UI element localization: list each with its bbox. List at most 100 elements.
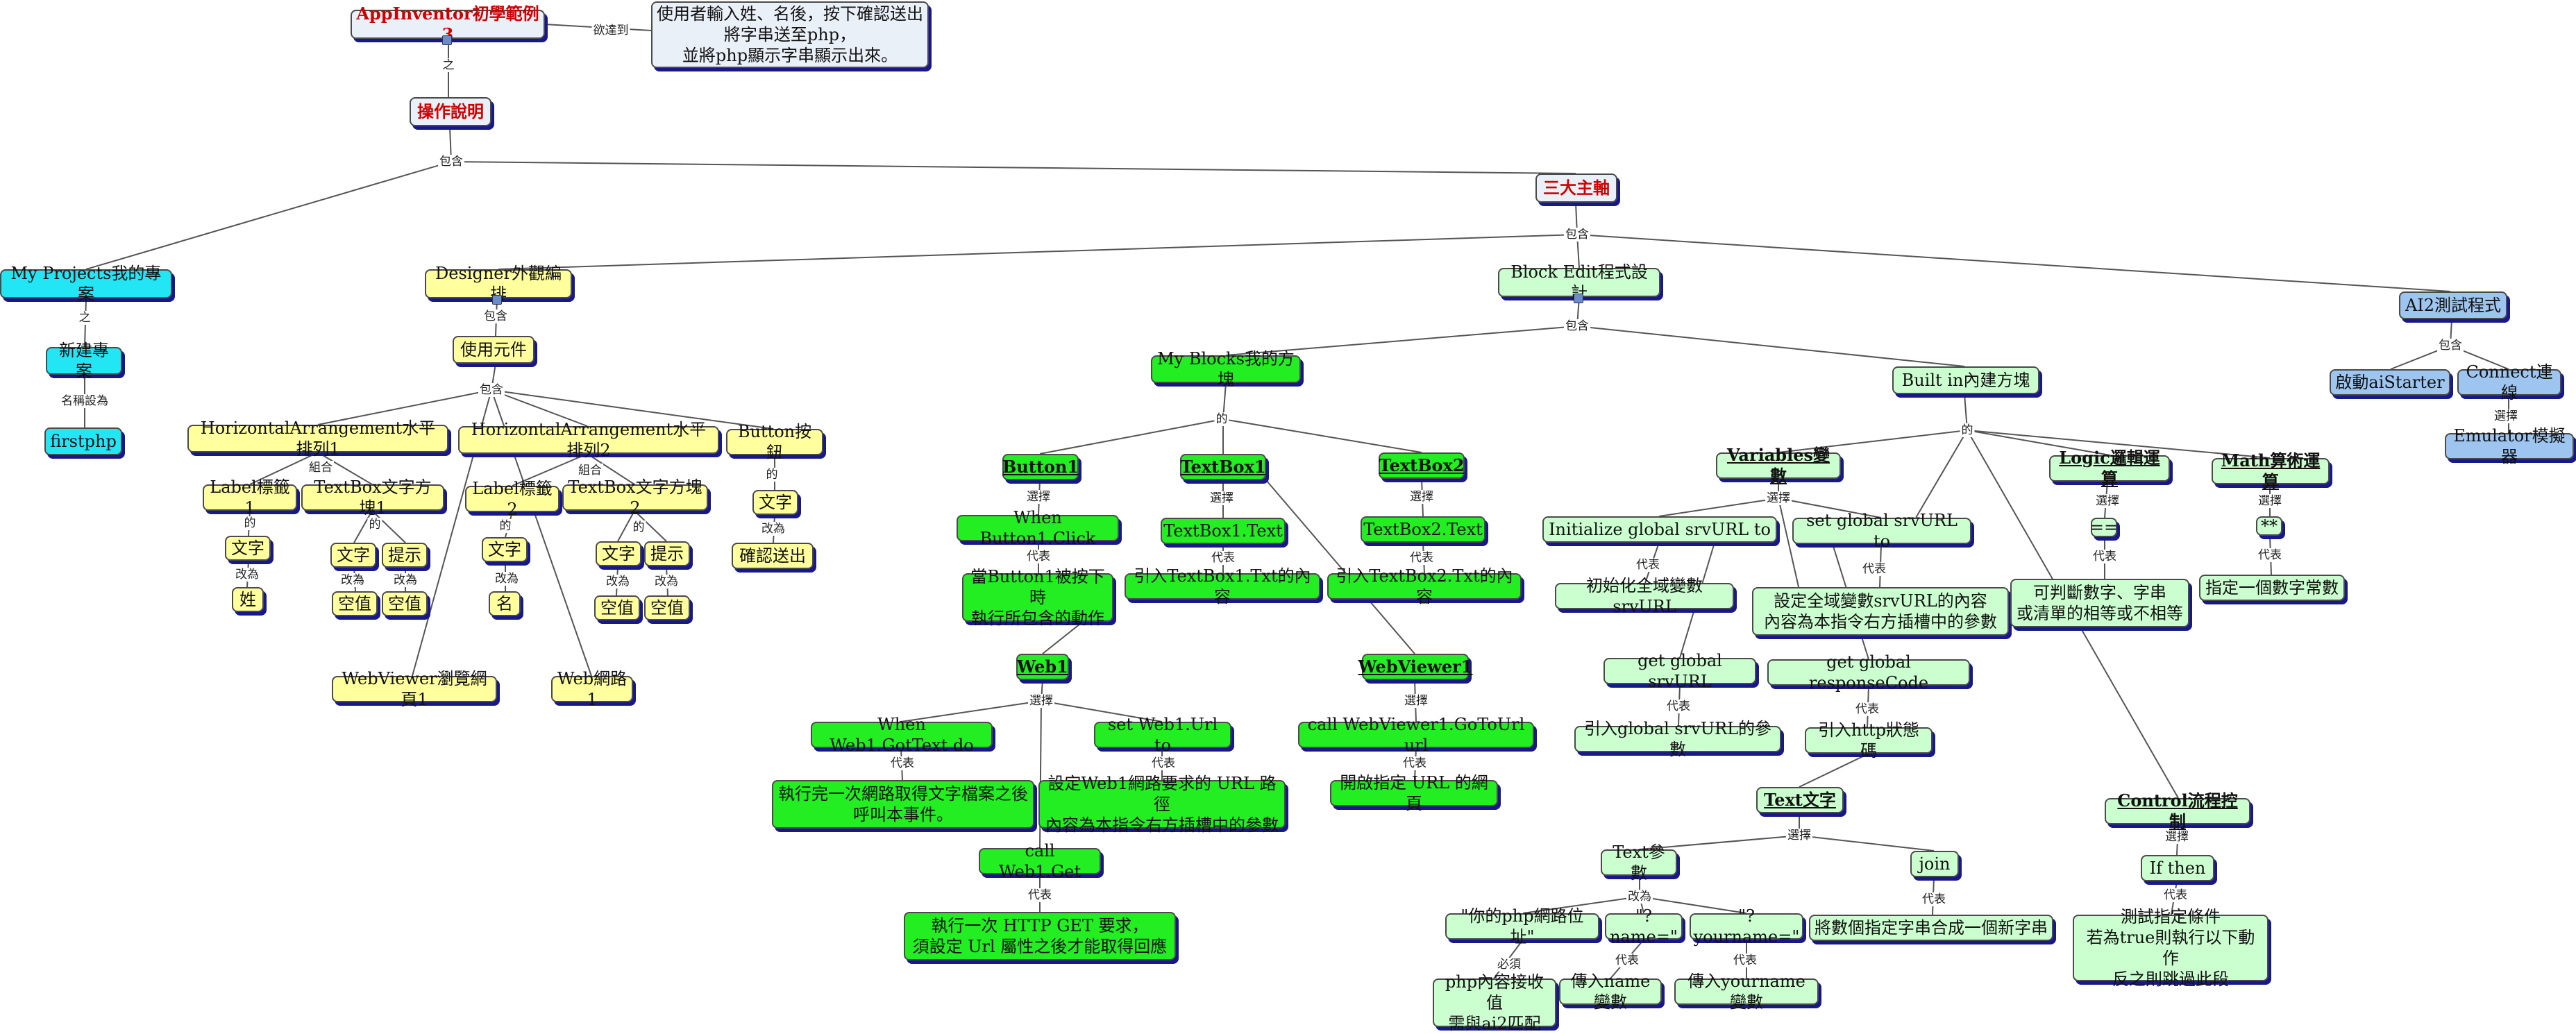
node-get-global-srvurl[interactable]: get global srvURL	[1603, 651, 1756, 691]
node-operation-guide[interactable]: 操作說明	[410, 97, 491, 126]
node-textbox2[interactable]: TextBox2	[1379, 452, 1465, 479]
node-emulator[interactable]: Emulator模擬器	[2445, 426, 2574, 466]
node-textbox2-component[interactable]: TextBox文字方塊2	[562, 477, 708, 518]
node-new-project[interactable]: 新建專案	[46, 341, 122, 381]
node-aistarter[interactable]: 啟動aiStarter	[2330, 369, 2450, 396]
node-label1-text[interactable]: 文字	[225, 536, 271, 561]
node-textbox1-desc[interactable]: 引入TextBox1.Txt的內容	[1125, 566, 1320, 607]
node-join-desc[interactable]: 將數個指定字串合成一個新字串	[1809, 915, 2053, 941]
node-button-value[interactable]: 確認送出	[732, 543, 814, 569]
node-harrange2[interactable]: HorizontalArrangement水平排列2	[458, 420, 719, 460]
connector-line	[512, 453, 588, 486]
node-get-global-responsecode[interactable]: get global responseCode	[1767, 652, 1970, 693]
node-set-url-desc[interactable]: 設定Web1網路要求的 URL 路徑 內容為本指令右方插槽中的參數	[1038, 774, 1286, 835]
node-three-axes[interactable]: 三大主軸	[1535, 173, 1617, 203]
node-tb2-text-empty[interactable]: 空值	[594, 595, 640, 620]
node-call-webviewer-desc[interactable]: 開啟指定 URL 的網頁	[1330, 773, 1498, 813]
link-icon[interactable]	[492, 295, 502, 305]
node-firstphp[interactable]: firstphp	[44, 427, 122, 455]
node-web1[interactable]: Web1	[1016, 654, 1069, 680]
connector-line	[1576, 234, 2451, 292]
node-tb1-text-empty[interactable]: 空值	[332, 591, 378, 616]
node-text[interactable]: Text文字	[1756, 787, 1844, 813]
node-tb2-hint[interactable]: 提示	[644, 541, 690, 566]
node-logic-desc[interactable]: 可判斷數字、字串 或清單的相等或不相等	[2010, 579, 2189, 627]
node-designer[interactable]: Designer外觀編排	[425, 264, 572, 304]
node-webviewer-component[interactable]: WebViewer瀏覽網頁1	[332, 669, 497, 709]
link-icon[interactable]	[1574, 294, 1583, 303]
node-button-component[interactable]: Button按鈕	[726, 422, 823, 462]
node-textbox1-component[interactable]: TextBox文字方塊1	[301, 477, 444, 518]
node-tb2-hint-empty[interactable]: 空值	[644, 595, 690, 620]
node-goal-note[interactable]: 使用者輸入姓、名後，按下確認送出 將字串送至php， 並將php顯示字串顯示出來…	[651, 1, 929, 68]
node-tb1-hint[interactable]: 提示	[382, 543, 428, 568]
node-pass-yourname[interactable]: 傳入yourname變數	[1674, 972, 1819, 1012]
node-textbox1-text[interactable]: TextBox1.Text	[1161, 518, 1286, 544]
connector-line	[1778, 498, 1800, 591]
node-label2-text[interactable]: 文字	[482, 537, 528, 562]
node-name-string[interactable]: "?name="	[1605, 906, 1683, 947]
node-number[interactable]: **	[2256, 516, 2282, 536]
node-call-web1-get[interactable]: call Web1.Get	[979, 841, 1101, 881]
connector-line	[1799, 753, 1869, 788]
node-textbox1[interactable]: TextBox1	[1180, 454, 1266, 480]
node-set-web1-url[interactable]: set Web1.Url to	[1094, 715, 1231, 755]
node-label2-value[interactable]: 名	[489, 591, 521, 616]
node-tb2-text[interactable]: 文字	[596, 541, 641, 566]
node-init-global-desc[interactable]: 初始化全域變數srvURL	[1555, 576, 1734, 616]
node-button1-desc[interactable]: 當Button1被按下時 執行所包含的動作	[962, 567, 1113, 628]
node-math[interactable]: Math算術運算	[2212, 450, 2330, 491]
node-when-button1-click[interactable]: When Button1.Click	[957, 508, 1119, 548]
node-math-desc[interactable]: 指定一個數字常數	[2199, 575, 2345, 601]
node-button1[interactable]: Button1	[1002, 454, 1079, 480]
node-web-component[interactable]: Web網路1	[551, 669, 633, 709]
node-logic[interactable]: Logic邏輯運算	[2049, 448, 2170, 489]
node-init-global[interactable]: Initialize global srvURL to	[1542, 516, 1777, 543]
node-when-web1-gottext[interactable]: When Web1.GotText do	[811, 715, 993, 755]
node-join[interactable]: join	[1910, 851, 1959, 877]
node-variables[interactable]: Variables變數	[1716, 445, 1841, 486]
node-web1-get-desc[interactable]: 執行一次 HTTP GET 要求， 須設定 Url 屬性之後才能取得回應	[904, 912, 1176, 960]
node-get-responsecode-desc[interactable]: 引入http狀態碼	[1805, 720, 1933, 761]
node-built-in[interactable]: Built in內建方塊	[1892, 366, 2039, 394]
node-get-srvurl-desc[interactable]: 引入global srvURL的參數	[1574, 719, 1781, 759]
node-text-params[interactable]: Text參數	[1601, 842, 1677, 883]
node-textbox2-desc[interactable]: 引入TextBox2.Txt的內容	[1327, 566, 1522, 607]
node-if-then-desc[interactable]: 測試指定條件 若為true則執行以下動作 反之則跳過此段	[2073, 907, 2268, 989]
node-button-text[interactable]: 文字	[752, 490, 798, 515]
node-title[interactable]: AppInventor初學範例3	[351, 3, 545, 44]
node-php-url-string[interactable]: "你的php網路位址"	[1445, 906, 1599, 947]
node-my-projects[interactable]: My Projects我的專案	[0, 264, 172, 304]
node-tb1-text[interactable]: 文字	[330, 543, 376, 568]
node-call-webviewer1[interactable]: call WebViewer1.GoToUrl url	[1298, 715, 1534, 755]
node-label1[interactable]: Label標籤1	[203, 477, 297, 518]
node-textbox2-text[interactable]: TextBox2.Text	[1361, 516, 1485, 543]
node-equals[interactable]: ==	[2089, 518, 2119, 537]
node-label2[interactable]: Label標籤2	[465, 479, 559, 519]
node-ai2-test[interactable]: AI2測試程式	[2399, 291, 2507, 319]
node-block-edit[interactable]: Block Edit程式設計	[1498, 262, 1660, 303]
node-pass-name[interactable]: 傳入name變數	[1559, 972, 1662, 1012]
node-if-then[interactable]: If then	[2141, 855, 2214, 881]
node-set-global[interactable]: set global srvURL to	[1792, 511, 1971, 551]
node-php-receive-desc[interactable]: php內容接收值 需與ai2匹配	[1433, 972, 1556, 1033]
node-gottext-desc[interactable]: 執行完一次網路取得文字檔案之後 呼叫本事件。	[772, 780, 1034, 829]
node-yourname-string[interactable]: "?yourname="	[1690, 906, 1803, 947]
node-set-global-desc[interactable]: 設定全域變數srvURL的內容 內容為本指令右方插槽中的參數	[1752, 587, 2009, 636]
node-webviewer1[interactable]: WebViewer1	[1358, 654, 1472, 680]
connector-line	[1639, 835, 1800, 850]
node-harrange1[interactable]: HorizontalArrangement水平排列1	[187, 418, 448, 459]
node-connect[interactable]: Connect連線	[2457, 362, 2561, 402]
connector-line	[1041, 700, 1163, 722]
node-my-blocks[interactable]: My Blocks我的方塊	[1151, 349, 1301, 389]
node-tb1-hint-empty[interactable]: 空值	[382, 591, 428, 616]
connector-line	[249, 452, 319, 485]
connector-line	[451, 161, 1576, 174]
link-label: 包含	[1564, 228, 1590, 241]
node-control[interactable]: Control流程控制	[2105, 790, 2250, 831]
node-label1-value[interactable]: 姓	[232, 587, 264, 612]
link-icon[interactable]	[442, 35, 452, 45]
link-label: 改為	[234, 568, 260, 582]
node-components[interactable]: 使用元件	[453, 336, 534, 364]
